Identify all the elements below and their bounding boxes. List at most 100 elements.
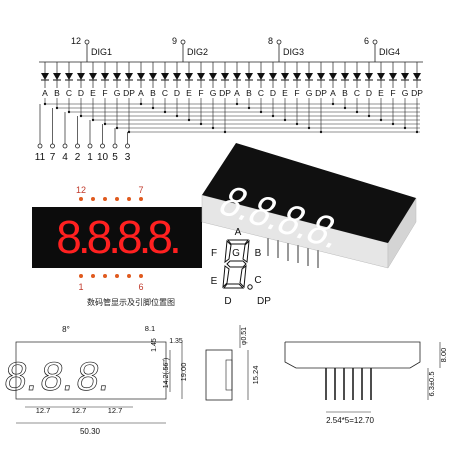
digit-pin-number: 6 [364,36,369,46]
segment-legend-label: D [224,296,231,307]
segment-label: F [198,88,203,98]
diode-symbol [401,73,409,80]
diode-symbol [365,73,373,80]
pin-dimension-drawing: 2.54*5=12.70 6.3±0.58.00 [284,341,448,425]
bottom-pin-number: 7 [50,152,56,163]
segment-dp [247,284,253,290]
pin-terminal [125,143,130,149]
segment-label: F [294,88,299,98]
diode-symbol [245,73,253,80]
pin-dot-top [79,197,83,201]
body-depth-text: 8.00 [439,348,448,363]
outline-digit: 8. [38,354,78,399]
side-outline [205,349,233,401]
bottom-pin-number: 2 [75,152,81,163]
module-pins [267,238,319,268]
top-pin-left: 12 [76,185,86,195]
segment-label: C [258,88,264,98]
digit-name: DIG1 [91,47,112,57]
segment-label: A [138,88,144,98]
diode-symbol [305,73,313,80]
segment-label: G [210,88,217,98]
diode-symbol [53,73,61,80]
segment-label: E [282,88,288,98]
display-body [32,207,202,268]
segment-e [222,265,230,289]
diode-symbol [293,73,301,80]
segment-legend-label: G [232,248,240,259]
segment-label: DP [219,88,231,98]
segment-label: G [402,88,409,98]
segment-label: E [90,88,96,98]
front-view: 8.8.8.8. 12 7 1 6 [32,185,202,292]
pin-dot-bottom [91,274,95,278]
outline-digit: 8. [74,354,114,399]
diode-symbol [113,73,121,80]
segment-d [223,283,245,289]
digit-pin-terminal [276,39,282,45]
angle-text: 8° [62,325,70,334]
segment-label: F [102,88,107,98]
digit-name: DIG2 [187,47,208,57]
segment-legend-label: C [254,275,261,286]
digit-pin-terminal [84,39,90,45]
segment-label: A [234,88,240,98]
diode-symbol [137,73,145,80]
diode-symbol [281,73,289,80]
segment-label: B [246,88,252,98]
total-height-text: 19.00 [179,363,188,382]
diode-symbol [413,73,421,80]
bottom-pin-number: 5 [112,152,118,163]
front-outline [15,341,167,400]
pin-spacing-text: 2.54*5=12.70 [326,416,374,425]
side-width-text: 15.24 [251,366,260,385]
segment-label: B [150,88,156,98]
diode-symbol [269,73,277,80]
pitch-dim-text: 12.7 [108,406,123,415]
digit-pin-number: 9 [172,36,177,46]
diode-symbol [101,73,109,80]
segment-label: C [354,88,360,98]
diode-symbol [209,73,217,80]
pin-terminal [87,143,93,149]
segment-legend-label: DP [257,296,271,307]
bottom-pin-left: 1 [78,282,83,292]
segment-label: D [174,88,180,98]
segment-label: C [162,88,168,98]
diode-symbol [317,73,325,80]
segment-label: C [66,88,72,98]
segment-label: D [78,88,84,98]
segment-label: A [330,88,336,98]
pin-dot-bottom [103,274,107,278]
segment-c [239,264,247,289]
segment-a [227,239,249,245]
segment-label: G [114,88,121,98]
pin-dot-top [115,197,119,201]
pin-terminal [112,143,118,149]
segment-label: D [270,88,276,98]
segment-f [224,239,232,264]
segment-legend-label: A [235,227,242,238]
pin-terminal [37,143,43,149]
bottom-pin-number: 3 [125,152,131,163]
diode-symbol [173,73,181,80]
pin-dot-bottom [127,274,131,278]
bottom-pin-number: 10 [97,152,109,163]
diode-symbol [77,73,85,80]
outline-digit: 8. [2,354,42,399]
segment-b [242,239,250,263]
segment-label: B [342,88,348,98]
diode-symbol [41,73,49,80]
pin-length-text: 6.3±0.5 [427,372,436,397]
pin-dot-top [127,197,131,201]
module-photo: 8.8.8.8. [201,143,417,269]
digit-name: DIG3 [283,47,304,57]
pin-dot-bottom [115,274,119,278]
segment-label: B [54,88,60,98]
segment-legend-label: F [211,248,217,259]
diode-symbol [149,73,157,80]
pitch-dim-text: 12.7 [36,406,51,415]
